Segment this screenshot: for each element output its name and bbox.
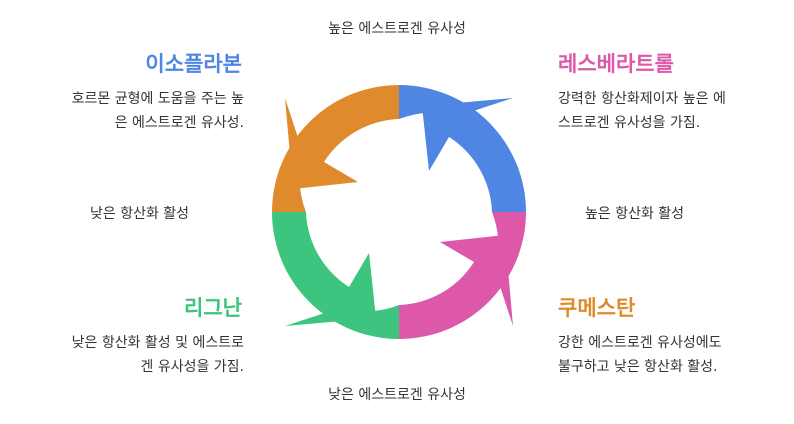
resveratrol-title: 레스베라트롤 xyxy=(558,52,674,76)
lignan-description: 낮은 항산화 활성 및 에스트로 겐 유사성을 가짐. xyxy=(0,331,244,379)
coumestan-description-line-1: 강한 에스트로겐 유사성에도 xyxy=(558,335,722,351)
coumestan-description-line-2: 불구하고 낮은 항산화 활성. xyxy=(558,359,718,375)
axis-label-top: 높은 에스트로겐 유사성 xyxy=(328,21,466,37)
cycle-arc-top-left xyxy=(272,85,399,212)
axis-label-left: 낮은 항산화 활성 xyxy=(90,206,190,222)
resveratrol-description-line-1: 강력한 항산화제이자 높은 에 xyxy=(558,91,726,107)
isoflavone-description-line-2: 은 에스트로겐 유사성. xyxy=(114,115,244,131)
isoflavone-description-line-1: 호르몬 균형에 도움을 주는 높 xyxy=(71,91,244,107)
cycle-arc-top-right xyxy=(399,85,526,212)
coumestan-title: 쿠메스탄 xyxy=(558,296,636,320)
isoflavone-title: 이소플라본 xyxy=(145,52,242,76)
lignan-description-line-2: 겐 유사성을 가짐. xyxy=(140,359,244,375)
coumestan-description: 강한 에스트로겐 유사성에도 불구하고 낮은 항산화 활성. xyxy=(558,331,788,379)
axis-label-right: 높은 항산화 활성 xyxy=(585,206,685,222)
cycle-arc-bottom-left xyxy=(272,212,399,339)
lignan-title: 리그난 xyxy=(184,296,242,320)
isoflavone-description: 호르몬 균형에 도움을 주는 높 은 에스트로겐 유사성. xyxy=(0,87,244,135)
cycle-arc-bottom-right xyxy=(399,212,526,339)
resveratrol-description: 강력한 항산화제이자 높은 에 스트로겐 유사성을 가짐. xyxy=(558,87,788,135)
axis-label-bottom: 낮은 에스트로겐 유사성 xyxy=(328,387,466,403)
resveratrol-description-line-2: 스트로겐 유사성을 가짐. xyxy=(558,115,701,131)
lignan-description-line-1: 낮은 항산화 활성 및 에스트로 xyxy=(71,335,244,351)
